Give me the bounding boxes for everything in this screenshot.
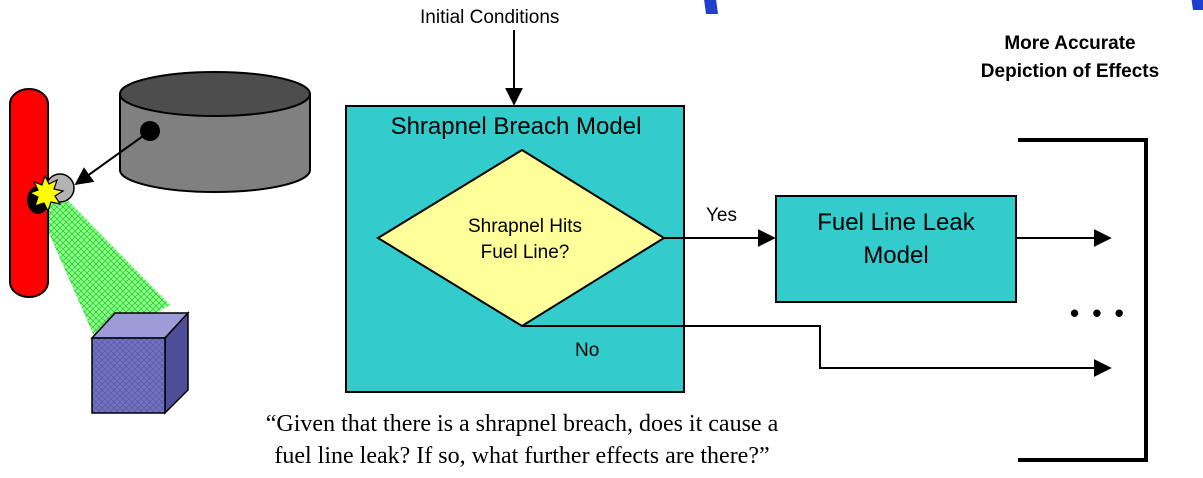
title-fragment-left	[704, 0, 718, 14]
purple-cube-icon	[90, 311, 190, 415]
effects-bracket	[1018, 138, 1148, 462]
initial-conditions-label: Initial Conditions	[420, 7, 560, 28]
decision-question: Shrapnel Hits Fuel Line?	[420, 214, 630, 266]
more-accurate-line2: Depiction of Effects	[980, 61, 1160, 82]
shrapnel-breach-model-title: Shrapnel Breach Model	[390, 113, 642, 140]
no-label: No	[575, 340, 600, 361]
quote-line1: “Given that there is a shrapnel breach, …	[265, 411, 779, 437]
quote-line2: fuel line leak? If so, what further effe…	[274, 443, 770, 469]
decision-line1: Shrapnel Hits	[467, 216, 583, 237]
explosion-burst-icon	[28, 174, 65, 213]
leak-model-line1: Fuel Line Leak	[817, 209, 975, 236]
decision-line2: Fuel Line?	[480, 242, 570, 263]
gray-tank-icon	[119, 71, 311, 193]
shrapnel-cone	[30, 180, 170, 345]
more-accurate-heading: More Accurate Depiction of Effects	[950, 30, 1190, 86]
yes-label: Yes	[706, 205, 737, 226]
shrapnel-trajectory-arrow	[74, 130, 151, 186]
no-connector	[522, 325, 1112, 377]
more-effects-ellipsis: • • •	[1070, 298, 1127, 328]
more-accurate-line1: More Accurate	[1004, 33, 1136, 54]
explanatory-quote: “Given that there is a shrapnel breach, …	[262, 408, 782, 472]
fuel-line-leak-model-box	[775, 195, 1017, 303]
leak-model-line2: Model	[863, 242, 929, 269]
title-fragment-right	[1191, 0, 1203, 10]
fuel-line-leak-model-title: Fuel Line Leak Model	[776, 206, 1016, 272]
